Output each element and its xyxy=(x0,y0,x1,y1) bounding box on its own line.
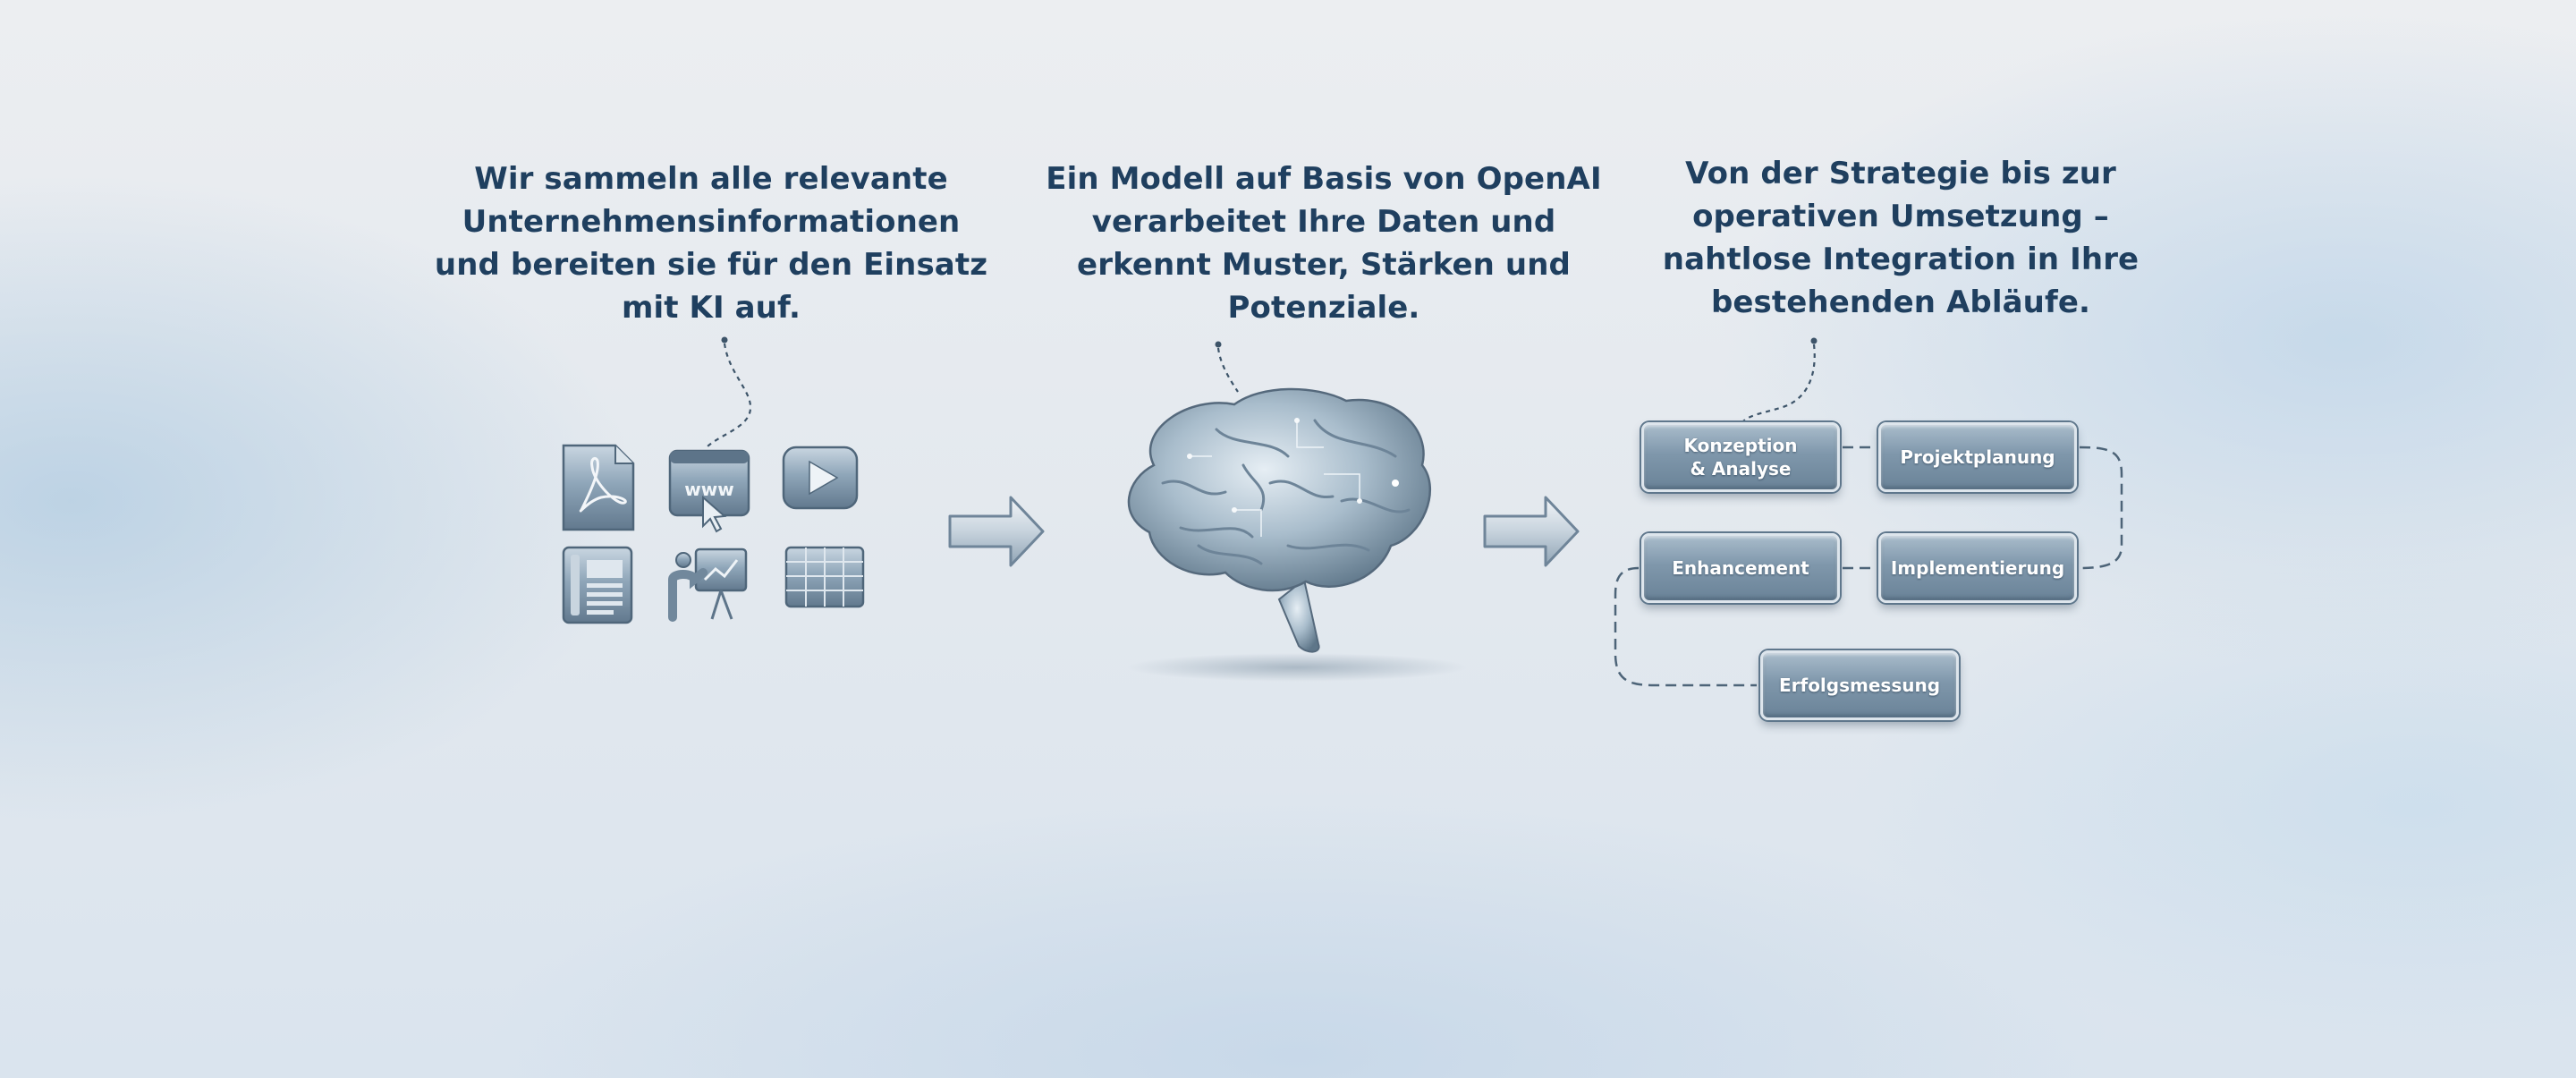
pointer-model xyxy=(1215,341,1239,393)
website-icon: www xyxy=(668,449,750,533)
step-label: Projektplanung xyxy=(1900,446,2055,468)
www-label: www xyxy=(684,479,733,500)
caption-ai-model: Ein Modell auf Basis von OpenAI verarbei… xyxy=(1046,161,1602,326)
video-play-icon xyxy=(782,446,859,510)
step-label: Erfolgsmessung xyxy=(1778,675,1941,696)
step-enhancement: Enhancement xyxy=(1641,533,1840,603)
step-erfolgsmessung: Erfolgsmessung xyxy=(1760,650,1959,720)
process-connectors xyxy=(1614,446,2123,687)
step-label: Konzeption & Analyse xyxy=(1683,435,1798,480)
pointer-integration xyxy=(1741,337,1818,423)
newspaper-icon xyxy=(562,546,633,624)
brain-icon xyxy=(1127,387,1467,682)
arrow-right-icon xyxy=(1483,496,1580,567)
pdf-document-icon xyxy=(562,444,635,531)
step-projektplanung: Projektplanung xyxy=(1878,422,2077,492)
pointer-collect xyxy=(704,336,752,450)
step-label: Enhancement xyxy=(1672,557,1809,579)
step-konzeption-analyse: Konzeption & Analyse xyxy=(1641,422,1840,492)
arrow-right-icon xyxy=(948,496,1045,567)
caption-data-collection: Wir sammeln alle relevante Unternehmensi… xyxy=(434,161,988,326)
presentation-icon xyxy=(668,547,748,622)
caption-integration: Von der Strategie bis zur operativen Ums… xyxy=(1662,156,2140,320)
step-implementierung: Implementierung xyxy=(1878,533,2077,603)
spreadsheet-icon xyxy=(784,546,865,608)
step-label: Implementierung xyxy=(1890,557,2065,579)
